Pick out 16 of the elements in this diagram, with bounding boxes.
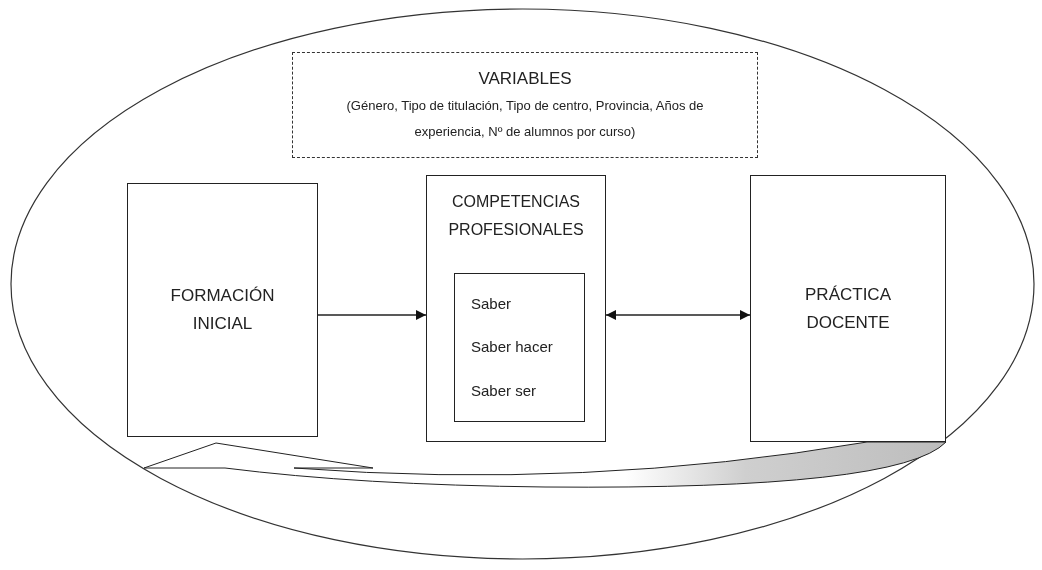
box-label: PRÁCTICA DOCENTE (804, 283, 892, 334)
arrow (605, 309, 751, 321)
ellipse-boundary (10, 8, 1035, 560)
box-heading: VARIABLES (478, 68, 572, 90)
dashed-box (292, 52, 758, 158)
process-box (426, 175, 606, 442)
list-item: Saber (471, 293, 513, 314)
arrow (317, 309, 427, 321)
process-box (750, 175, 946, 442)
box-text: (Género, Tipo de titulación, Tipo de centro, Provincia, Años de experiencia, Nº de alumnos por curso) (345, 97, 705, 141)
list-item: Saber ser (471, 380, 538, 401)
box-heading: COMPETENCIAS PROFESIONALES (447, 192, 585, 240)
list-item: Saber hacer (471, 337, 554, 358)
process-box (454, 273, 585, 422)
box-label: FORMACIÓN INICIAL (169, 285, 276, 335)
process-box (127, 183, 318, 437)
